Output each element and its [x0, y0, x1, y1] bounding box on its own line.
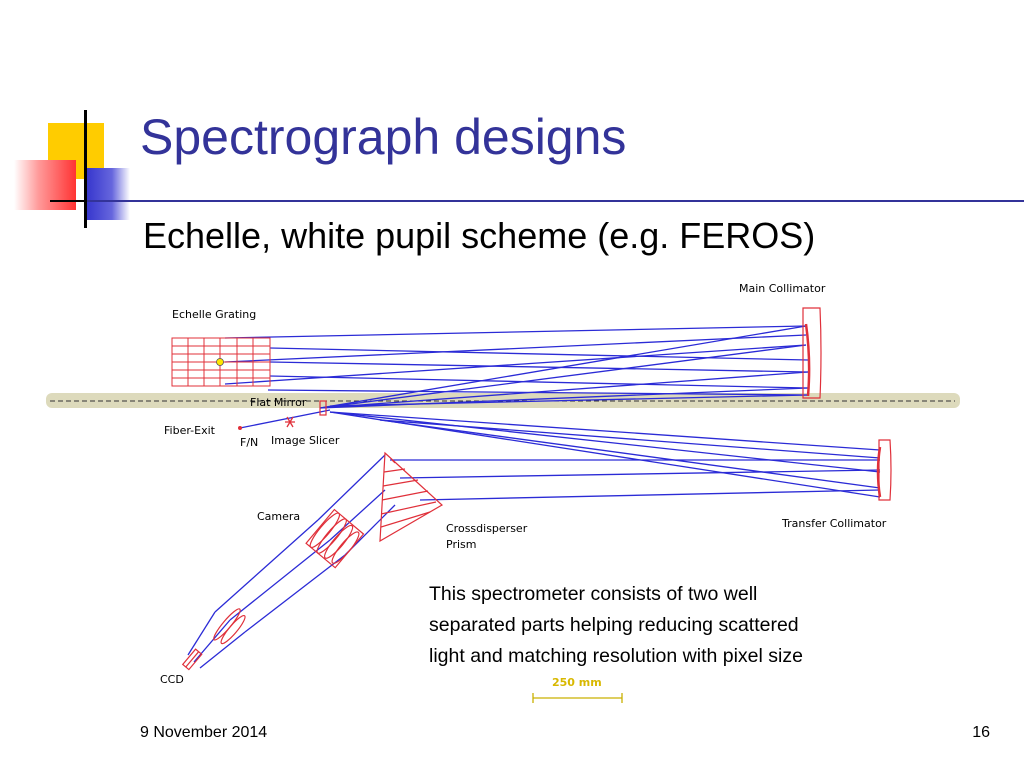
scale-bar — [532, 693, 623, 703]
ccd-detector — [181, 648, 203, 671]
fiber-exit-point — [238, 426, 242, 430]
flat-mirror — [319, 400, 327, 416]
deco-vertical-line — [84, 110, 87, 228]
label-image-slicer: Image Slicer — [271, 434, 340, 447]
main-collimator — [802, 307, 822, 399]
footer-date: 9 November 2014 — [140, 724, 268, 741]
field-lens — [213, 608, 246, 645]
page-number: 16 — [972, 724, 990, 741]
title-underline — [87, 200, 1024, 202]
transfer-collimator — [876, 439, 892, 501]
label-fiber-exit: Fiber-Exit — [164, 424, 216, 437]
label-ccd: CCD — [160, 673, 184, 686]
rays-echelle-to-main-collimator — [224, 325, 809, 409]
label-main-collimator: Main Collimator — [739, 282, 826, 295]
label-transfer-collimator: Transfer Collimator — [781, 517, 887, 530]
description-line-1: This spectrometer consists of two well — [429, 583, 758, 605]
label-flat-mirror: Flat Mirror — [250, 396, 307, 409]
camera-lenses — [305, 508, 365, 569]
rays-prism-camera-ccd — [187, 454, 881, 669]
label-fn: F/N — [240, 436, 258, 449]
grating-center-marker — [216, 358, 224, 366]
description-line-3: light and matching resolution with pixel… — [429, 645, 803, 667]
description-line-2: separated parts helping reducing scatter… — [429, 614, 799, 636]
slide-subtitle: Echelle, white pupil scheme (e.g. FEROS) — [143, 215, 816, 256]
slide-title: Spectrograph designs — [140, 109, 627, 165]
label-camera: Camera — [257, 510, 300, 523]
image-slicer — [285, 416, 295, 428]
rays-to-transfer-collimator — [239, 409, 881, 498]
description-text: This spectrometer consists of two well s… — [429, 579, 803, 672]
crossdisperser-prism — [379, 451, 444, 543]
label-crossdisperser: Crossdisperser — [446, 522, 528, 535]
label-echelle-grating: Echelle Grating — [172, 308, 256, 321]
label-prism: Prism — [446, 538, 476, 551]
deco-blue-square — [85, 168, 130, 220]
label-scale: 250 mm — [552, 676, 602, 689]
